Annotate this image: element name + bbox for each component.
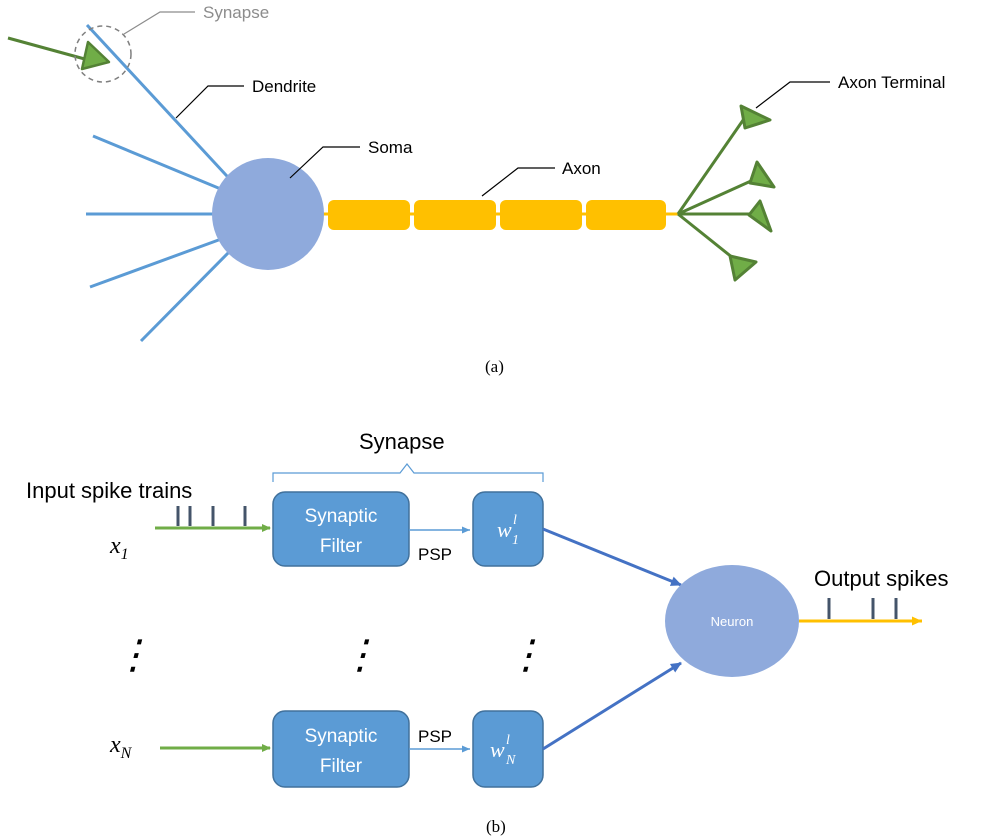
weight-1-to-neuron-arrow xyxy=(542,527,682,587)
dendrite-branch xyxy=(139,247,234,343)
myelin-segment xyxy=(414,200,496,230)
input-spike-trains-label: Input spike trains xyxy=(26,478,192,503)
soma xyxy=(212,158,324,270)
dendrites xyxy=(85,23,240,343)
svg-text:1: 1 xyxy=(512,533,519,548)
terminal-triangle xyxy=(747,199,773,233)
synapse-highlight-circle xyxy=(74,25,132,83)
input-spikes xyxy=(176,506,247,526)
panel-b: Synapse Input spike trains x1 Synaptic F… xyxy=(26,429,949,836)
panel-a: Synapse Dendrite Soma Axon Axon Terminal… xyxy=(7,3,945,376)
axon-callout-line xyxy=(481,167,555,197)
dendrite-branch xyxy=(85,23,240,190)
ellipsis-inputs: ⋮ xyxy=(113,632,153,677)
synapse-label: Synapse xyxy=(203,3,269,22)
terminal-triangle xyxy=(748,160,776,189)
caption-b: (b) xyxy=(486,817,506,836)
dendrite-branch xyxy=(89,236,225,289)
svg-text:w: w xyxy=(497,517,512,542)
dendrite-label: Dendrite xyxy=(252,77,316,96)
weight-N-to-neuron-arrow xyxy=(542,661,682,751)
terminal-triangle xyxy=(739,104,772,130)
synapse-brace xyxy=(272,463,544,482)
axon-terminal-callout-line xyxy=(755,81,830,109)
synapse-group-label: Synapse xyxy=(359,429,445,454)
axon-terminal-label: Axon Terminal xyxy=(838,73,945,92)
soma-label: Soma xyxy=(368,138,413,157)
neuron xyxy=(665,565,799,677)
svg-text:l: l xyxy=(513,513,517,528)
axon-label: Axon xyxy=(562,159,601,178)
output-spikes-label: Output spikes xyxy=(814,566,949,591)
svg-text:w: w xyxy=(490,737,505,762)
axon-terminals xyxy=(676,104,776,282)
presynaptic-axon-line xyxy=(7,36,93,63)
synapse-callout-line xyxy=(123,11,195,35)
svg-text:Filter: Filter xyxy=(320,756,363,777)
myelin-sheath xyxy=(328,200,666,230)
psp-label-N: PSP xyxy=(418,727,452,746)
weight-1: w l 1 xyxy=(472,491,544,567)
svg-text:Filter: Filter xyxy=(320,536,363,557)
callout-lines xyxy=(123,11,830,197)
weight-N: w l N xyxy=(472,710,544,788)
synaptic-filter-N: Synaptic Filter xyxy=(272,710,410,788)
xN-label: xN xyxy=(109,732,133,762)
myelin-segment xyxy=(500,200,582,230)
myelin-segment xyxy=(586,200,666,230)
svg-text:l: l xyxy=(506,733,510,748)
ellipsis-filters: ⋮ xyxy=(340,632,380,677)
output-spikes xyxy=(827,598,898,619)
terminal-triangle xyxy=(728,254,758,282)
svg-text:N: N xyxy=(505,753,516,768)
soma-callout-line xyxy=(289,146,360,179)
synapse-triangle xyxy=(80,40,111,71)
x1-label: x1 xyxy=(109,533,129,563)
synaptic-filter-1: Synaptic Filter xyxy=(272,491,410,567)
psp-label-1: PSP xyxy=(418,545,452,564)
svg-text:Synaptic: Synaptic xyxy=(305,726,378,747)
myelin-segment xyxy=(328,200,410,230)
dendrite-branch xyxy=(92,134,229,194)
caption-a: (a) xyxy=(485,357,504,376)
neuron-label: Neuron xyxy=(711,614,754,629)
dendrite-callout-line xyxy=(175,85,244,119)
ellipsis-weights: ⋮ xyxy=(506,632,546,677)
svg-text:Synaptic: Synaptic xyxy=(305,506,378,527)
